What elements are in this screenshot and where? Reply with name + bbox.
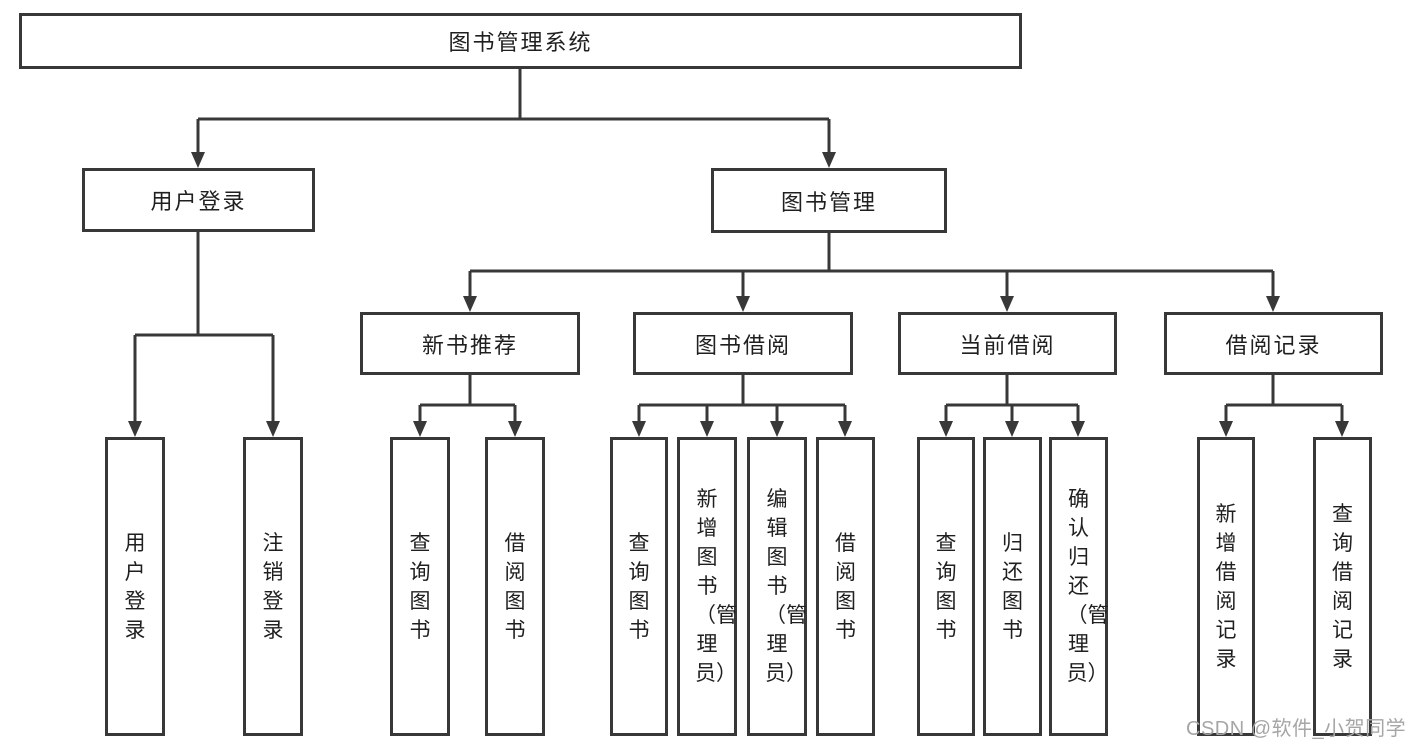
leaf-newbooks-borrow-books: 借阅图书 [485, 437, 545, 736]
node-borrow-records: 借阅记录 [1164, 312, 1383, 375]
node-book-borrow-label: 图书借阅 [694, 332, 791, 358]
leaf-return-books: 归还图书 [983, 437, 1042, 736]
leaf-add-books-admin: 新增图书（管理员） [677, 437, 737, 736]
leaf-borrow-query-books-label: 查询图书 [628, 531, 650, 642]
csdn-watermark: CSDN @软件_小贺同学 [1186, 718, 1405, 740]
node-book-management: 图书管理 [711, 168, 947, 233]
leaf-user-login: 用户登录 [105, 437, 165, 736]
leaf-add-borrow-record: 新增借阅记录 [1197, 437, 1255, 736]
leaf-current-query-books: 查询图书 [917, 437, 975, 736]
node-book-borrow: 图书借阅 [633, 312, 853, 375]
leaf-logout-label: 注销登录 [262, 531, 284, 642]
leaf-newbooks-borrow-books-label: 借阅图书 [504, 531, 526, 642]
node-borrow-records-label: 借阅记录 [1225, 332, 1322, 358]
leaf-confirm-return-admin: 确认归还（管理员） [1049, 437, 1109, 736]
leaf-newbooks-query-books-label: 查询图书 [409, 531, 431, 642]
leaf-current-query-books-label: 查询图书 [935, 531, 957, 642]
node-book-management-label: 图书管理 [780, 189, 877, 215]
leaf-borrow-borrow-books: 借阅图书 [816, 437, 875, 736]
node-user-login-label: 用户登录 [150, 189, 247, 214]
leaf-newbooks-query-books: 查询图书 [390, 437, 450, 736]
node-current-borrow: 当前借阅 [898, 312, 1117, 375]
leaf-borrow-query-books: 查询图书 [610, 437, 668, 736]
leaf-user-login-label: 用户登录 [124, 531, 146, 642]
node-new-book-recommend: 新书推荐 [360, 312, 580, 375]
leaf-add-borrow-record-label: 新增借阅记录 [1215, 502, 1237, 671]
leaf-edit-books-admin-label: 编辑图书（管理员） [765, 488, 807, 685]
node-root-label: 图书管理系统 [448, 30, 593, 55]
leaf-borrow-borrow-books-label: 借阅图书 [835, 531, 856, 642]
node-user-login: 用户登录 [82, 168, 315, 232]
leaf-edit-books-admin: 编辑图书（管理员） [747, 437, 807, 736]
leaf-add-books-admin-label: 新增图书（管理员） [695, 488, 737, 685]
leaf-return-books-label: 归还图书 [1002, 531, 1023, 642]
leaf-logout: 注销登录 [243, 437, 303, 736]
leaf-confirm-return-admin-label: 确认归还（管理员） [1066, 488, 1109, 685]
leaf-query-borrow-record-label: 查询借阅记录 [1332, 502, 1353, 671]
leaf-query-borrow-record: 查询借阅记录 [1313, 437, 1372, 736]
node-new-book-recommend-label: 新书推荐 [421, 332, 518, 358]
node-root-system: 图书管理系统 [19, 13, 1022, 69]
node-current-borrow-label: 当前借阅 [959, 332, 1056, 358]
